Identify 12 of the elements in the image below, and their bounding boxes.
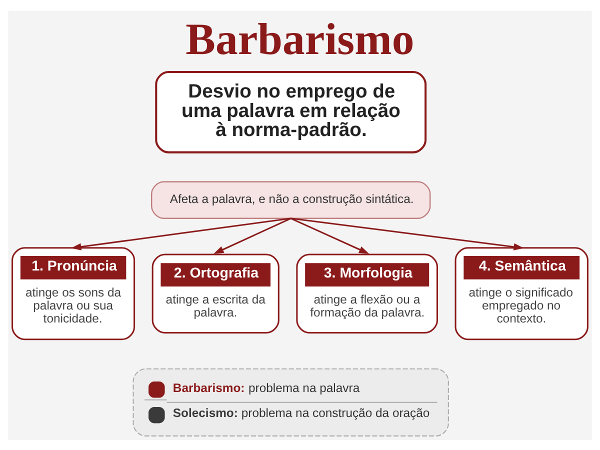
node-box: Barbarismo: problema na palavra Solecismo: problema na construção da oração — [132, 368, 449, 436]
node-box: 2. Ortografia atinge a escrita da palavra. — [152, 253, 280, 334]
node-box: 4. Semântica atinge o significado empregado no contexto. — [454, 246, 588, 340]
node-box: Desvio no emprego de uma palavra em relação à norma-padrão. — [155, 70, 427, 153]
node-box: Afeta a palavra, e não a construção sintática. — [150, 180, 431, 218]
arrow — [214, 217, 292, 254]
node-box: 1. Pronúncia atinge os sons da palavra ou sua tonicidade. — [12, 246, 136, 340]
diagram-title: Barbarismo — [186, 13, 414, 64]
arrow — [290, 217, 370, 254]
arrow — [71, 217, 291, 250]
node-box: 3. Morfologia atinge a flexão ou a formação da palavra. — [296, 253, 438, 334]
arrow — [290, 217, 524, 250]
